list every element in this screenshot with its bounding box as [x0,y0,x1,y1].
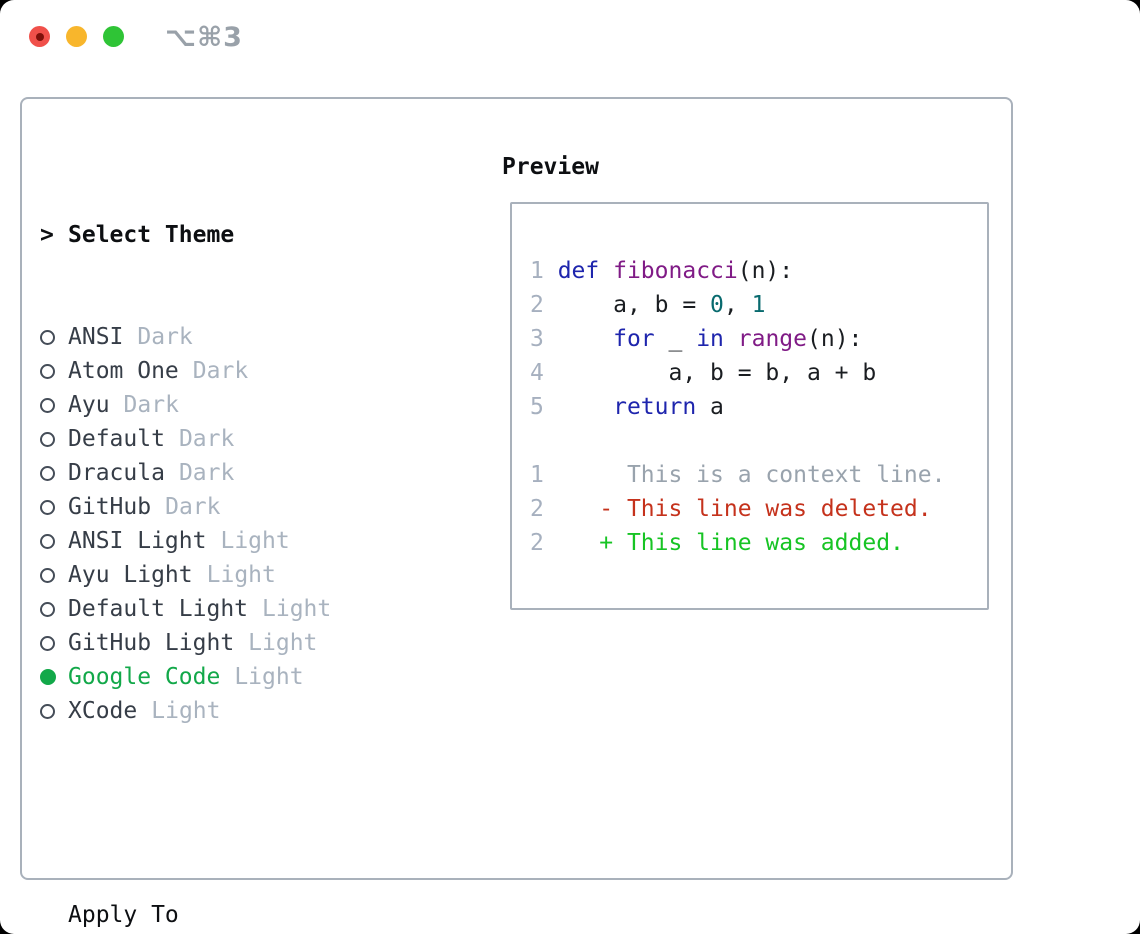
theme-variant-label: Dark [137,324,193,350]
theme-item-github-light[interactable]: GitHub Light Light [40,626,428,660]
preview-box: 1 def fibonacci(n): 2 a, b = 0, 1 3 for _ … [510,202,989,610]
theme-variant-label: Dark [178,460,235,486]
theme-item-ayu-light[interactable]: Ayu Light Light [40,558,428,592]
theme-variant-label: Light [248,630,318,656]
radio-icon [40,534,55,549]
radio-icon [40,636,55,651]
radio-icon [40,364,55,379]
apply-to-header: Apply To [40,898,428,932]
radio-selected-icon [40,669,56,685]
code-preview: 1 def fibonacci(n): 2 a, b = 0, 1 3 for _ … [530,254,977,424]
theme-item-xcode[interactable]: XCode Light [40,694,428,728]
theme-item-ayu[interactable]: Ayu Dark [40,388,428,422]
theme-name: Google Code [68,664,221,690]
apply-to-label: Apply To [68,902,179,928]
code-line: 2 a, b = 0, 1 [530,292,766,318]
close-button[interactable] [29,26,50,47]
code-line: 5 return a [530,394,724,420]
select-theme-header: > Select Theme [40,218,428,252]
cursor-icon: > [40,222,54,248]
diff-preview: 1 This is a context line. 2 - This line w… [530,458,977,560]
diff-line: 2 - This line was deleted. [530,496,932,522]
theme-name: ANSI [68,324,124,350]
code-line: 3 for _ in range(n): [530,326,863,352]
theme-item-google-code[interactable]: Google Code Light [40,660,428,694]
zoom-button[interactable] [103,26,124,47]
radio-icon [40,704,55,719]
diff-line: 2 + This line was added. [530,530,904,556]
theme-name: Default [68,426,165,452]
theme-name: XCode [68,698,138,724]
theme-name: Dracula [68,460,165,486]
spacer [40,796,428,830]
theme-variant-label: Dark [178,426,235,452]
diff-line: 1 This is a context line. [530,462,946,488]
theme-name: ANSI Light [68,528,207,554]
radio-icon [40,568,55,583]
theme-variant-label: Dark [192,358,249,384]
theme-item-ansi-light[interactable]: ANSI Light Light [40,524,428,558]
theme-name: Atom One [68,358,179,384]
titlebar: ⌥⌘3 [29,22,243,53]
theme-variant-label: Light [262,596,332,622]
theme-name: Default Light [68,596,249,622]
theme-name: Ayu Light [68,562,193,588]
preview-title: Preview [502,154,599,180]
code-line: 1 def fibonacci(n): [530,258,794,284]
theme-variant-label: Light [206,562,276,588]
theme-variant-label: Light [220,528,290,554]
theme-variant-label: Light [151,698,221,724]
theme-item-github[interactable]: GitHub Dark [40,490,428,524]
theme-item-default-light[interactable]: Default Light Light [40,592,428,626]
minimize-button[interactable] [66,26,87,47]
window-shortcut-label: ⌥⌘3 [165,22,243,53]
radio-icon [40,432,55,447]
spacer [530,424,977,458]
theme-item-atom-one[interactable]: Atom One Dark [40,354,428,388]
theme-variant-label: Dark [123,392,179,418]
theme-item-ansi[interactable]: ANSI Dark [40,320,428,354]
close-dot-icon [35,32,44,41]
radio-icon [40,500,55,515]
code-line: 4 a, b = b, a + b [530,360,877,386]
theme-variant-label: Light [234,664,304,690]
theme-name: Ayu [68,392,110,418]
theme-item-default[interactable]: Default Dark [40,422,428,456]
radio-icon [40,466,55,481]
theme-variant-label: Dark [165,494,221,520]
theme-name: GitHub [68,494,152,520]
select-theme-label: Select Theme [68,222,235,248]
radio-icon [40,330,55,345]
theme-item-dracula[interactable]: Dracula Dark [40,456,428,490]
radio-icon [40,602,55,617]
radio-icon [40,398,55,413]
theme-name: GitHub Light [68,630,235,656]
